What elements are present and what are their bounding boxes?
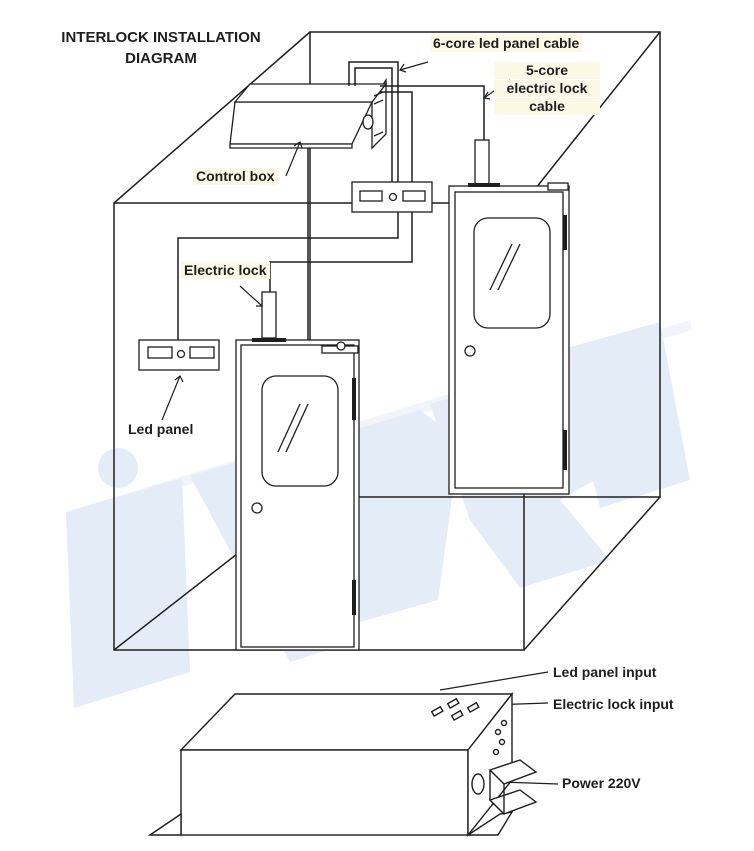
control-box-detail — [147, 691, 538, 837]
label-led-panel-input: Led panel input — [553, 664, 657, 680]
label-five-core-line2: electric lock — [494, 80, 600, 97]
control-box — [229, 77, 388, 150]
label-led-panel: Led panel — [128, 421, 194, 437]
label-control-box: Control box — [193, 168, 278, 185]
label-five-core-line1: 5-core — [494, 62, 600, 79]
label-five-core-line3: cable — [494, 98, 600, 115]
diagram-title-line1: INTERLOCK INSTALLATION — [61, 29, 261, 46]
front-door — [235, 291, 360, 651]
label-electric-lock-input: Electric lock input — [553, 696, 674, 712]
diagram-title-line2: DIAGRAM — [125, 50, 197, 67]
label-six-core-cable: 6-core led panel cable — [430, 35, 583, 52]
front-led-panel — [138, 339, 220, 371]
label-electric-lock: Electric lock — [181, 262, 270, 279]
upper-led-panel — [351, 181, 433, 213]
back-door — [448, 139, 570, 495]
label-power: Power 220V — [562, 775, 641, 791]
cables — [177, 61, 485, 340]
